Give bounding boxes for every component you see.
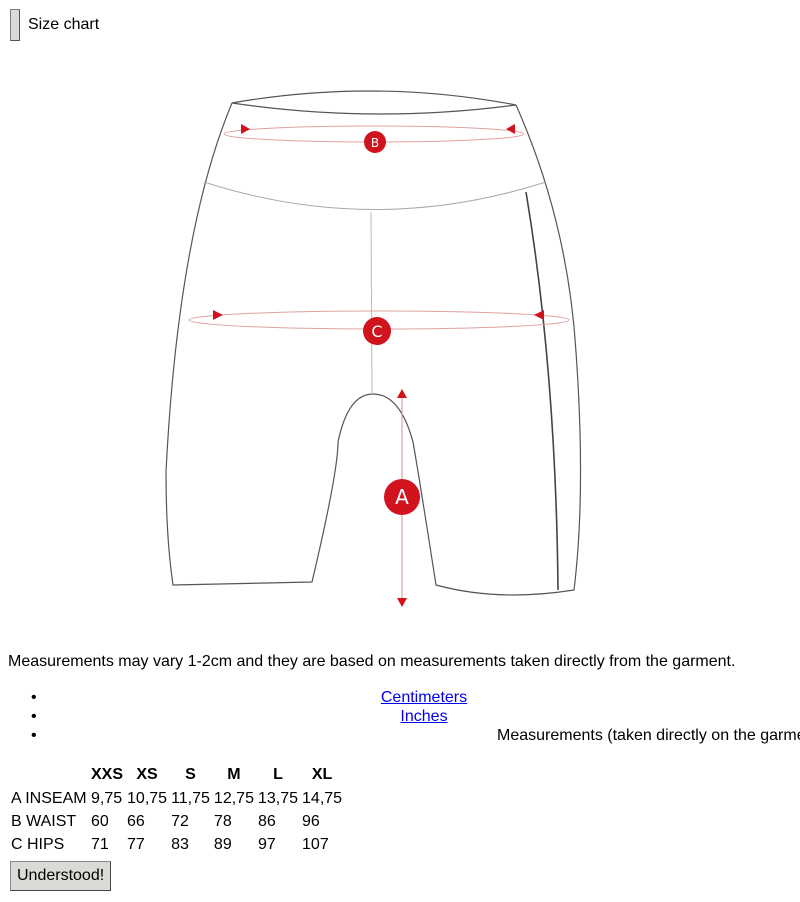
bullet-icon: • — [31, 727, 37, 744]
table-cell: 77 — [127, 835, 145, 853]
table-header-row: XXS XS S M L XL — [10, 764, 343, 786]
row-label: B WAIST — [11, 812, 77, 830]
hips-arrow-left — [213, 310, 223, 320]
size-header-m: M — [227, 766, 241, 783]
table-cell: 83 — [171, 835, 189, 853]
measurement-note: Measurements may vary 1-2cm and they are… — [8, 653, 736, 670]
table-cell: 71 — [91, 835, 109, 853]
table-cell: 12,75 — [213, 789, 254, 807]
understood-button[interactable]: Understood! — [10, 861, 112, 891]
shorts-outline — [165, 102, 582, 596]
table-cell: 89 — [213, 835, 232, 853]
marker-a — [384, 479, 420, 515]
table-cell: 9,75 — [91, 789, 123, 807]
table-cell: 13,75 — [257, 789, 299, 807]
waist-arrow-right — [506, 124, 515, 134]
table-cell: 86 — [257, 812, 276, 830]
size-header-l: L — [273, 766, 283, 783]
waistband-top — [231, 90, 517, 115]
size-header-s: S — [185, 766, 196, 783]
table-cell: 14,75 — [302, 789, 343, 807]
table-cell: 107 — [302, 835, 329, 853]
hips-arrow-right — [534, 310, 544, 320]
table-cell: 96 — [302, 812, 320, 830]
center-seam — [370, 211, 373, 395]
table-cell: 10,75 — [127, 789, 168, 807]
centimeters-link[interactable]: Centimeters — [380, 689, 468, 706]
table-row: B WAIST 60 66 72 78 86 96 — [10, 811, 343, 832]
size-header-xxs: XXS — [91, 766, 124, 783]
table-cell: 11,75 — [171, 789, 210, 807]
row-label: C HIPS — [11, 835, 65, 853]
table-corner-cell — [10, 764, 88, 786]
inseam-arrow-bottom — [397, 598, 407, 607]
waistband-bottom — [203, 181, 547, 210]
table-cell: 97 — [257, 835, 276, 853]
waist-arrow-left — [241, 124, 250, 134]
size-chart-header: Size chart — [10, 8, 99, 42]
inseam-arrow-top — [397, 389, 407, 398]
bullet-icon: • — [31, 708, 37, 725]
size-chart-toggle-button[interactable] — [10, 9, 20, 41]
marker-b-label: B — [371, 136, 379, 150]
inches-link[interactable]: Inches — [400, 708, 448, 725]
measurements-label: Measurements (taken directly on the garm… — [497, 727, 800, 744]
list-item: • Centimeters — [0, 688, 800, 707]
marker-c — [363, 317, 391, 345]
marker-c-label: C — [371, 322, 382, 341]
row-label: A INSEAM — [11, 789, 87, 807]
shorts-measurement-diagram: B C A — [8, 52, 736, 640]
size-header-xs: XS — [136, 766, 158, 783]
marker-b — [364, 131, 386, 153]
table-row: C HIPS 71 77 83 89 97 107 — [10, 834, 343, 855]
side-seam — [525, 191, 559, 591]
table-row: A INSEAM 9,75 10,75 11,75 12,75 13,75 14… — [10, 788, 343, 809]
unit-options-list: • Centimeters • Inches • Measurements (t… — [0, 688, 800, 745]
table-cell: 60 — [91, 812, 109, 830]
size-chart-title: Size chart — [28, 16, 100, 33]
list-item: • Inches — [0, 707, 800, 726]
size-header-xl: XL — [311, 766, 333, 783]
bullet-icon: • — [31, 689, 37, 706]
size-table: XXS XS S M L XL A INSEAM 9,75 10,75 11,7… — [8, 762, 345, 857]
list-item: • Measurements (taken directly on the ga… — [0, 726, 800, 745]
marker-a-label: A — [395, 485, 409, 509]
table-cell: 72 — [171, 812, 189, 830]
table-cell: 78 — [213, 812, 232, 830]
table-cell: 66 — [127, 812, 145, 830]
